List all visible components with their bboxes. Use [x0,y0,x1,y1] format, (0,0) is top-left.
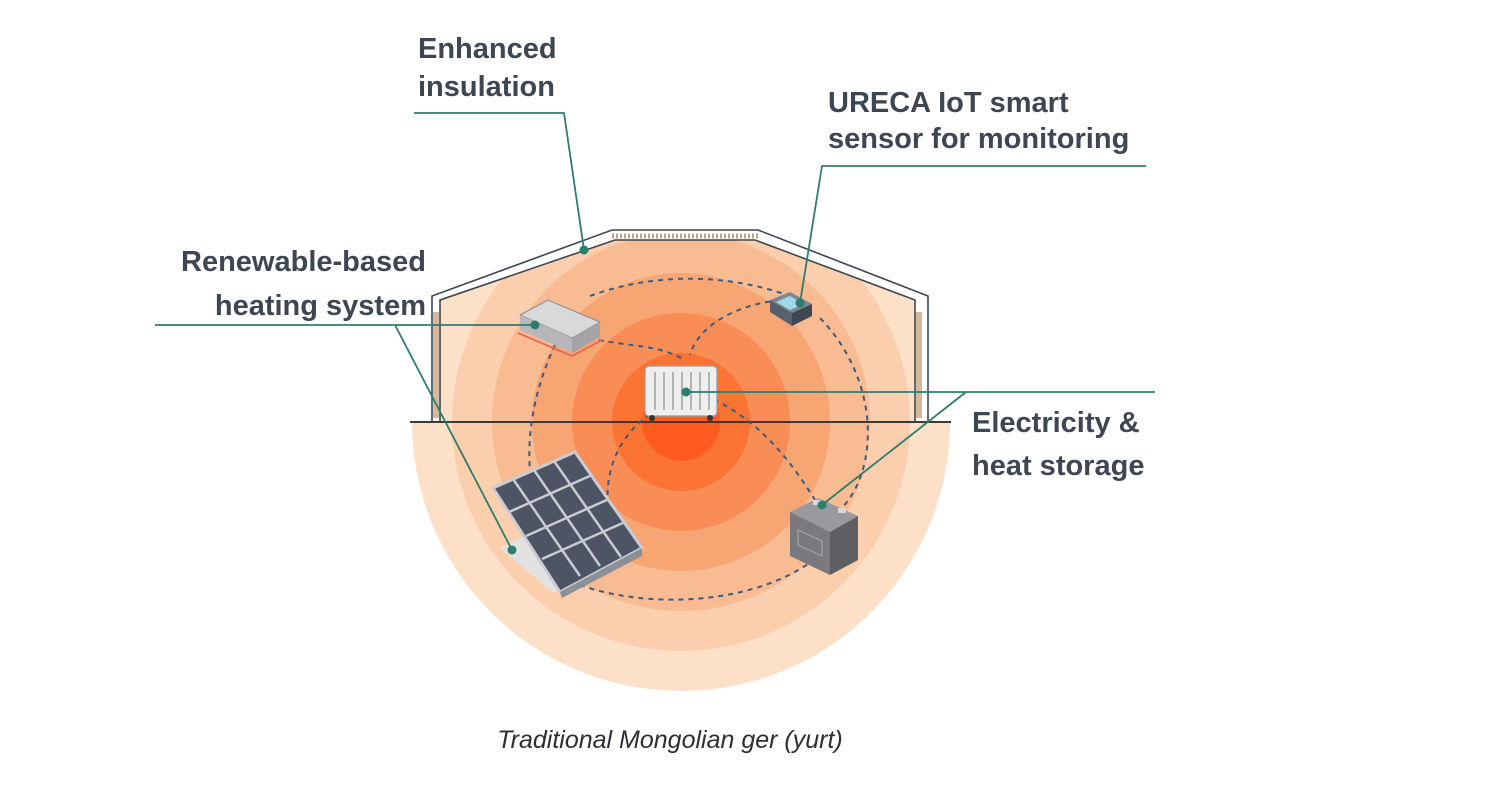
label-insulation-line1: Enhanced [418,33,557,65]
diagram-caption: Traditional Mongolian ger (yurt) [497,726,843,754]
heat-zones-ground [412,422,950,691]
heater-icon [644,365,718,421]
label-electricity-storage: Electricity & heat storage [972,402,1144,488]
label-sensor-line1: URECA IoT smart [828,87,1069,119]
solar-panel-icon [490,450,645,598]
ger-outline [431,229,929,422]
label-smart-sensor: URECA IoT smart sensor for monitoring [828,85,1129,157]
leader-dots [507,245,827,555]
leader-sensor [799,165,1146,304]
battery-icon [790,498,858,575]
leader-insulation [414,112,585,251]
label-enhanced-insulation: Enhanced insulation [418,30,557,106]
label-insulation-line2: insulation [418,71,555,103]
label-heating-line2: heating system [214,290,426,322]
smart-sensor-icon [770,292,812,326]
leader-lines [155,112,1155,551]
label-sensor-line2: sensor for monitoring [828,123,1130,155]
label-storage-line1: Electricity & [972,407,1140,439]
leader-solar [394,324,513,551]
label-renewable-heating: Renewable-based heating system [140,240,426,328]
label-heating-line1: Renewable-based [181,246,426,278]
label-storage-line2: heat storage [972,450,1145,482]
leader-storage [821,391,967,506]
